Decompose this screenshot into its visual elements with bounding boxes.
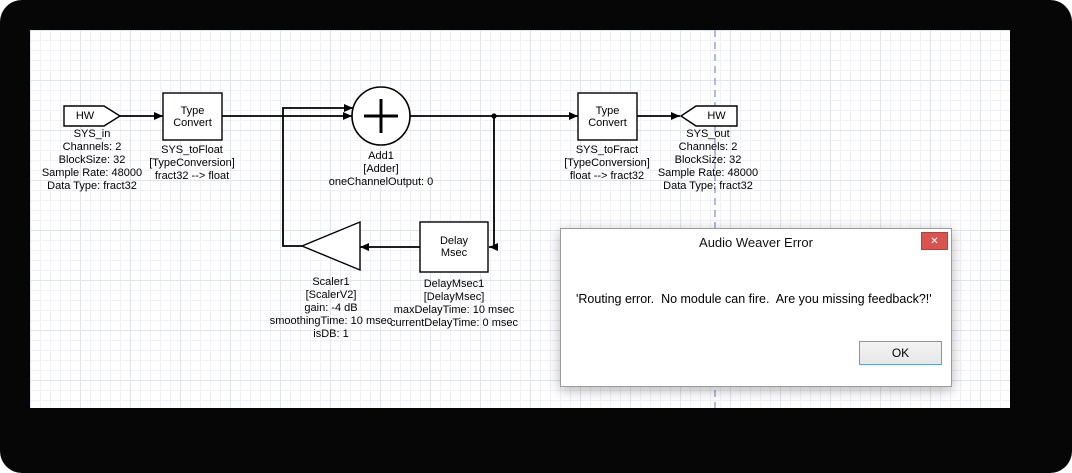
plus-icon bbox=[364, 99, 398, 133]
caption-line: gain: -4 dB bbox=[304, 302, 358, 314]
module-scaler[interactable] bbox=[300, 220, 361, 272]
caption-line: fract32 --> float bbox=[154, 170, 230, 182]
module-sys-out[interactable] bbox=[679, 105, 738, 127]
caption-line: SYS_out bbox=[686, 128, 730, 140]
schematic-canvas[interactable]: HW Type Convert Type Convert HW Delay Ms… bbox=[30, 30, 1010, 408]
module-type-convert-in[interactable] bbox=[162, 92, 223, 141]
caption-line: DelayMsec1 bbox=[423, 278, 485, 290]
caption-line: Data Type: fract32 bbox=[663, 180, 753, 192]
wire-scaler-feedback-to-adder[interactable] bbox=[282, 104, 353, 247]
caption-line: BlockSize: 32 bbox=[58, 154, 126, 166]
caption-line: smoothingTime: 10 msec bbox=[269, 315, 393, 327]
module-caption-sys-out: SYS_out Channels: 2 BlockSize: 32 Sample… bbox=[638, 128, 778, 193]
module-label-type-convert-out: Type Convert bbox=[588, 104, 627, 129]
error-dialog: Audio Weaver Error ✕ 'Routing error. No … bbox=[560, 228, 952, 387]
wire-feedback-tap-to-delay[interactable] bbox=[489, 116, 498, 251]
module-caption-type-convert-out: SYS_toFract [TypeConversion] float --> f… bbox=[537, 144, 677, 183]
junction-dot bbox=[491, 113, 497, 119]
caption-line: Channels: 2 bbox=[62, 141, 122, 153]
module-type-convert-out[interactable] bbox=[577, 92, 638, 141]
dialog-titlebar[interactable]: Audio Weaver Error ✕ bbox=[561, 229, 951, 257]
module-label-sys-in: HW bbox=[75, 110, 95, 122]
module-label-delay: Delay Msec bbox=[439, 235, 469, 259]
caption-line: SYS_toFract bbox=[575, 144, 639, 156]
caption-line: float --> fract32 bbox=[569, 170, 645, 182]
caption-line: Channels: 2 bbox=[678, 141, 738, 153]
wiring-layer bbox=[63, 30, 738, 408]
caption-line: [DelayMsec] bbox=[423, 291, 485, 303]
caption-line: maxDelayTime: 10 msec bbox=[393, 304, 515, 316]
module-caption-scaler: Scaler1 [ScalerV2] gain: -4 dB smoothing… bbox=[251, 276, 411, 341]
caption-line: [Adder] bbox=[363, 163, 399, 175]
module-label-sys-out: HW bbox=[707, 110, 726, 122]
caption-line: currentDelayTime: 0 msec bbox=[390, 317, 518, 329]
close-button[interactable]: ✕ bbox=[921, 232, 948, 250]
module-label-type-convert-in: Type Convert bbox=[173, 104, 212, 129]
module-sys-in[interactable] bbox=[63, 105, 122, 127]
module-caption-delay: DelayMsec1 [DelayMsec] maxDelayTime: 10 … bbox=[374, 278, 534, 330]
caption-line: oneChannelOutput: 0 bbox=[328, 176, 434, 188]
caption-line: SYS_in bbox=[73, 128, 111, 140]
caption-line: Sample Rate: 48000 bbox=[657, 167, 759, 179]
error-message: 'Routing error. No module can fire. Are … bbox=[576, 292, 932, 306]
caption-line: SYS_toFloat bbox=[161, 144, 223, 156]
module-caption-sys-in: SYS_in Channels: 2 BlockSize: 32 Sample … bbox=[30, 128, 162, 193]
dialog-title: Audio Weaver Error bbox=[699, 235, 813, 250]
caption-line: BlockSize: 32 bbox=[674, 154, 742, 166]
caption-line: Data Type: fract32 bbox=[47, 180, 137, 192]
caption-line: [TypeConversion] bbox=[149, 157, 235, 169]
caption-line: isDB: 1 bbox=[313, 328, 349, 340]
module-delay[interactable] bbox=[419, 221, 489, 273]
ok-button[interactable]: OK bbox=[859, 341, 942, 365]
caption-line: Scaler1 bbox=[312, 276, 350, 288]
caption-line: Add1 bbox=[368, 150, 394, 162]
module-caption-type-convert-in: SYS_toFloat [TypeConversion] fract32 -->… bbox=[122, 144, 262, 183]
caption-line: [ScalerV2] bbox=[305, 289, 357, 301]
caption-line: [TypeConversion] bbox=[564, 157, 650, 169]
close-icon: ✕ bbox=[930, 235, 939, 247]
module-caption-adder: Add1 [Adder] oneChannelOutput: 0 bbox=[301, 150, 461, 189]
caption-line: Sample Rate: 48000 bbox=[41, 167, 143, 179]
